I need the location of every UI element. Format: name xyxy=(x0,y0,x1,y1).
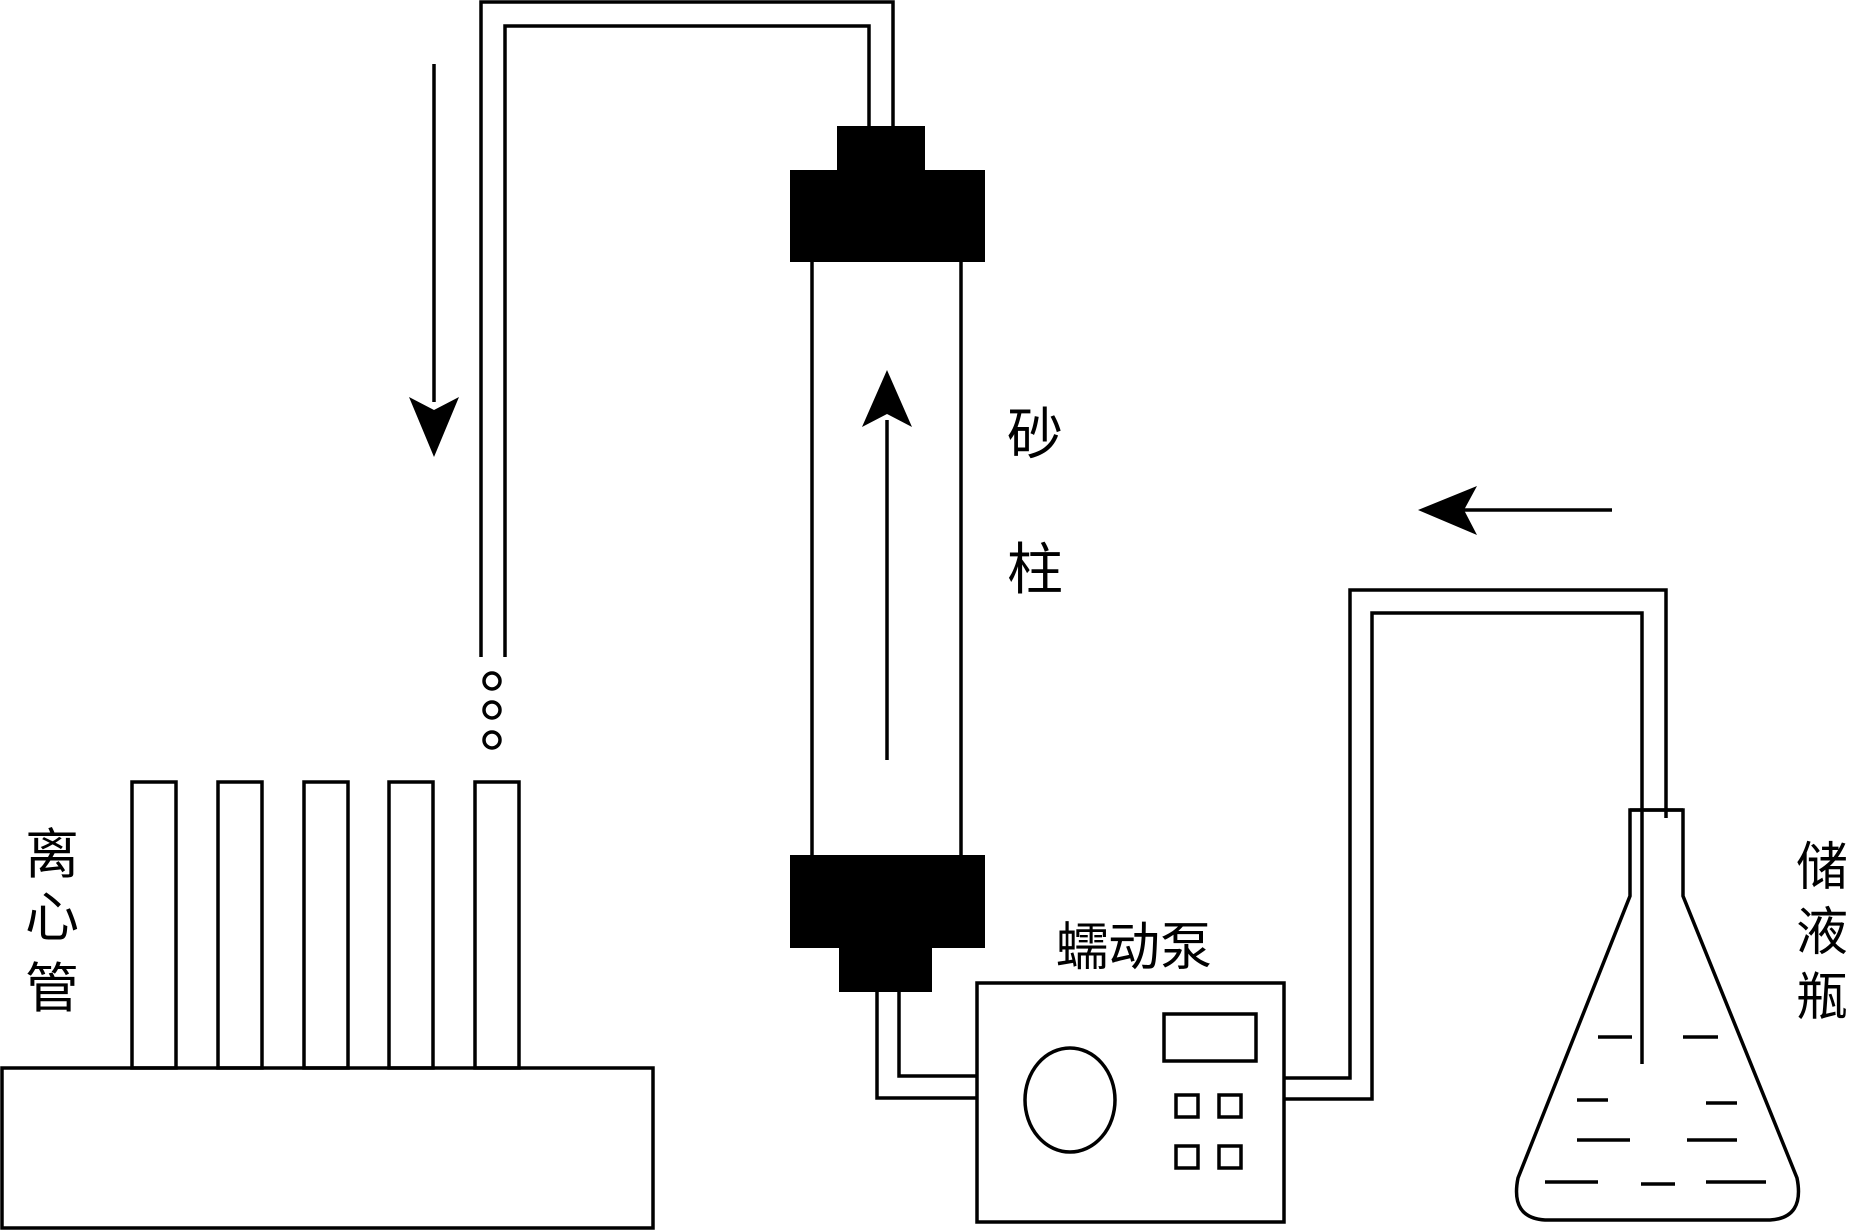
centrifuge-tubes-label-3: 管 xyxy=(25,957,79,1020)
outlet-tube xyxy=(479,0,895,657)
pump-button xyxy=(1217,1144,1243,1170)
column-top-cap xyxy=(790,126,985,262)
arrow-icon xyxy=(862,370,912,427)
centrifuge-tube xyxy=(473,780,521,1070)
droplet-icon xyxy=(482,730,502,750)
reservoir-bottle-label-1: 储 xyxy=(1796,838,1848,898)
peristaltic-pump xyxy=(975,981,1286,1224)
droplet-icon xyxy=(482,700,502,720)
reservoir-bottle-label-3: 瓶 xyxy=(1796,968,1848,1028)
sand-column-label-2: 柱 xyxy=(1007,538,1063,603)
pump-button xyxy=(1174,1093,1200,1119)
pump-display xyxy=(1162,1012,1258,1063)
centrifuge-tube xyxy=(130,780,178,1070)
pump-button xyxy=(1174,1144,1200,1170)
arrow-icon xyxy=(1418,486,1477,535)
peristaltic-pump-label: 蠕动泵 xyxy=(1056,918,1212,978)
arrow-icon xyxy=(409,397,459,457)
pump-to-column-tube xyxy=(875,990,977,1100)
pump-button xyxy=(1217,1093,1243,1119)
reservoir-flask xyxy=(1514,808,1801,1222)
pump-rotor-icon xyxy=(1023,1046,1117,1154)
centrifuge-tubes-label-1: 离 xyxy=(25,823,79,886)
droplet-icon xyxy=(482,671,502,691)
reservoir-bottle-label-2: 液 xyxy=(1796,903,1848,963)
centrifuge-rack xyxy=(0,1066,655,1230)
bottle-to-pump-tube xyxy=(1284,588,1668,1101)
sand-column xyxy=(810,262,963,855)
centrifuge-tube xyxy=(216,780,264,1070)
column-bottom-cap xyxy=(790,855,985,992)
centrifuge-tube xyxy=(302,780,350,1070)
centrifuge-tubes-label-2: 心 xyxy=(25,886,79,949)
sand-column-label-1: 砂 xyxy=(1007,403,1063,468)
centrifuge-tube xyxy=(387,780,435,1070)
